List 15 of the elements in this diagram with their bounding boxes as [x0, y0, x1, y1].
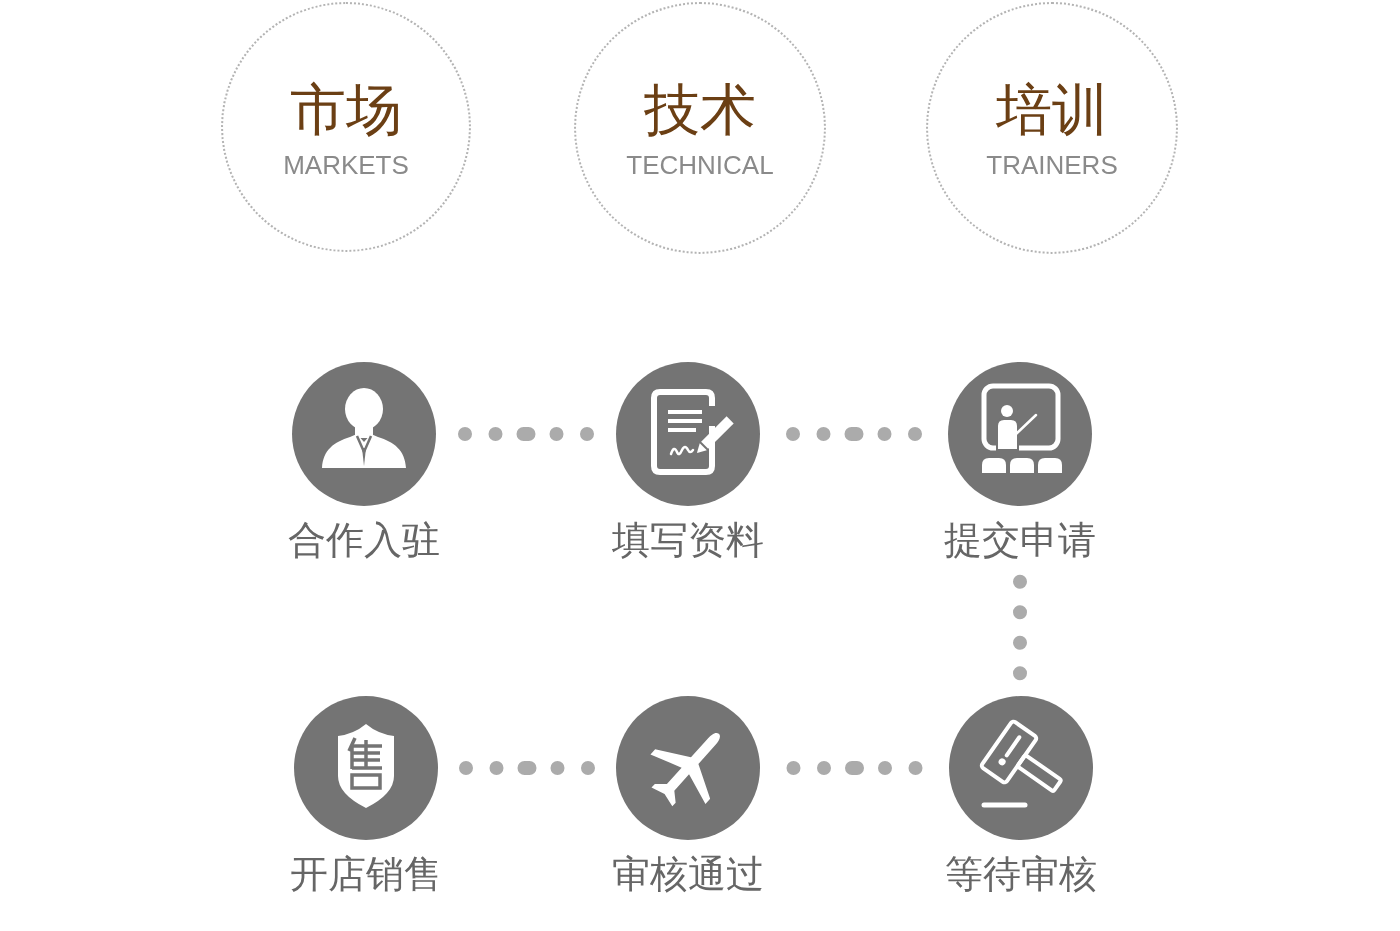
dotted-circle [221, 2, 471, 252]
step-label: 审核通过 [612, 855, 764, 893]
step-label: 等待审核 [945, 855, 1097, 893]
circle-title: 技术 [644, 82, 756, 138]
circle-subtitle: MARKETS [283, 152, 409, 178]
step-label: 开店销售 [290, 855, 442, 893]
step-label: 填写资料 [612, 521, 764, 559]
circle-subtitle: TECHNICAL [626, 152, 774, 178]
dotted-circle [574, 2, 826, 254]
circle-subtitle: TRAINERS [986, 152, 1118, 178]
step-label: 合作入驻 [288, 521, 440, 559]
circle-title: 培训 [996, 82, 1108, 138]
dotted-circle [926, 2, 1178, 254]
step-label: 提交申请 [944, 521, 1096, 559]
circle-title: 市场 [290, 82, 402, 138]
